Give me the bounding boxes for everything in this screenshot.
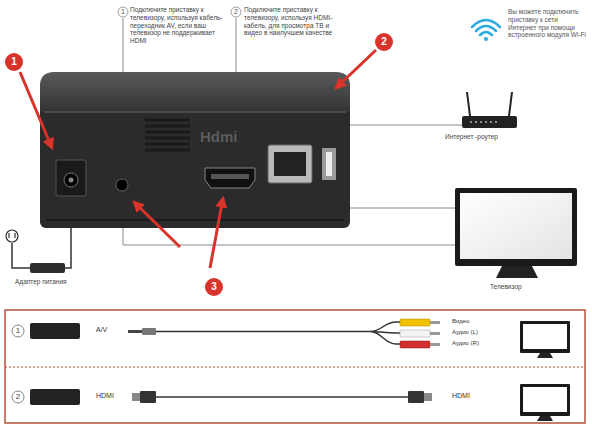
step-circle [12,325,24,337]
device-icon [30,323,80,339]
step-number: 1 [118,7,128,17]
router-label: Интернет -роутер [445,133,535,141]
router-antenna [467,92,512,116]
rca-plug-right [400,341,430,348]
port-marking: Hdmi [200,128,260,146]
power-pin [69,178,74,183]
step-circle [231,7,241,17]
wifi-dot [484,37,488,41]
av-cable [156,322,400,344]
power-jack [64,173,78,187]
box-foot [46,219,344,221]
tv-stand [496,266,538,278]
step-number: 2 [12,391,24,403]
hdmi-plug [408,391,424,403]
plug-prongs [9,233,15,238]
callout-arrow [210,198,223,268]
tv-icon-screen [523,387,567,412]
jack-tip [128,330,142,333]
box-top [40,72,350,112]
power-cable [12,243,30,268]
rca-plug-left [400,330,430,337]
vent-grill [145,120,190,150]
callout-circle [205,278,223,296]
step-number: 1 [12,325,24,337]
hdmi-contacts [211,174,249,179]
callout-number: 1 [5,53,23,71]
hdmi-port [205,168,255,188]
jack-plug [142,328,156,335]
usb-port [322,148,336,180]
hdmi-cable [156,396,408,398]
wifi-icon [472,20,500,35]
hdmi-tip [132,393,140,401]
hdmi-tip [424,393,432,401]
panel-divider [5,367,585,368]
callout-number: 3 [205,278,223,296]
callout-arrow [336,50,376,88]
network-cable [340,125,462,126]
adapter-label: Адаптер питания [15,278,95,286]
callout-circle [5,53,23,71]
av-jack [116,179,128,191]
tv-icon-screen [523,324,567,349]
rca-plug-video [400,319,430,326]
connector-label: HDMI [96,392,126,400]
callout-arrow [20,72,52,148]
router [462,116,517,128]
hdmi-plug [140,391,156,403]
tv-label: Телевизор [490,283,550,291]
tv-icon [520,384,570,416]
signal-label: Аудио (L) [452,329,502,336]
callout-number: 2 [375,33,393,51]
tv-screen [460,193,572,259]
usb-tongue [326,152,332,176]
callout-circle [375,33,393,51]
power-plug [6,230,18,242]
connector-label: A/V [96,326,126,334]
power-adapter [30,263,65,273]
tv-icon-stand [537,416,553,421]
step-circle [12,391,24,403]
tv-icon-stand [537,353,553,358]
callout-arrow [134,202,180,247]
step-circle [118,7,128,17]
tv-frame [455,188,577,266]
step-number: 2 [231,7,241,17]
instruction-text: Подключите приставку к телевизору, испол… [130,6,230,45]
box-edge [44,112,346,113]
signal-label: Аудио (R) [452,340,502,347]
router-lights [470,122,500,123]
rca-tips [430,323,440,345]
ethernet-socket [274,152,306,176]
cable-panel [5,310,585,423]
instruction-text: Подключите приставку к телевизору, испол… [244,6,344,37]
ethernet-port [268,145,312,183]
device-icon [30,389,80,405]
wifi-note: Вы можете подключить приставку к сети Ин… [508,8,588,39]
connector-label: HDMI [452,392,502,400]
power-port [56,160,86,196]
signal-label: Видео [452,318,502,325]
tv-icon [520,321,570,353]
